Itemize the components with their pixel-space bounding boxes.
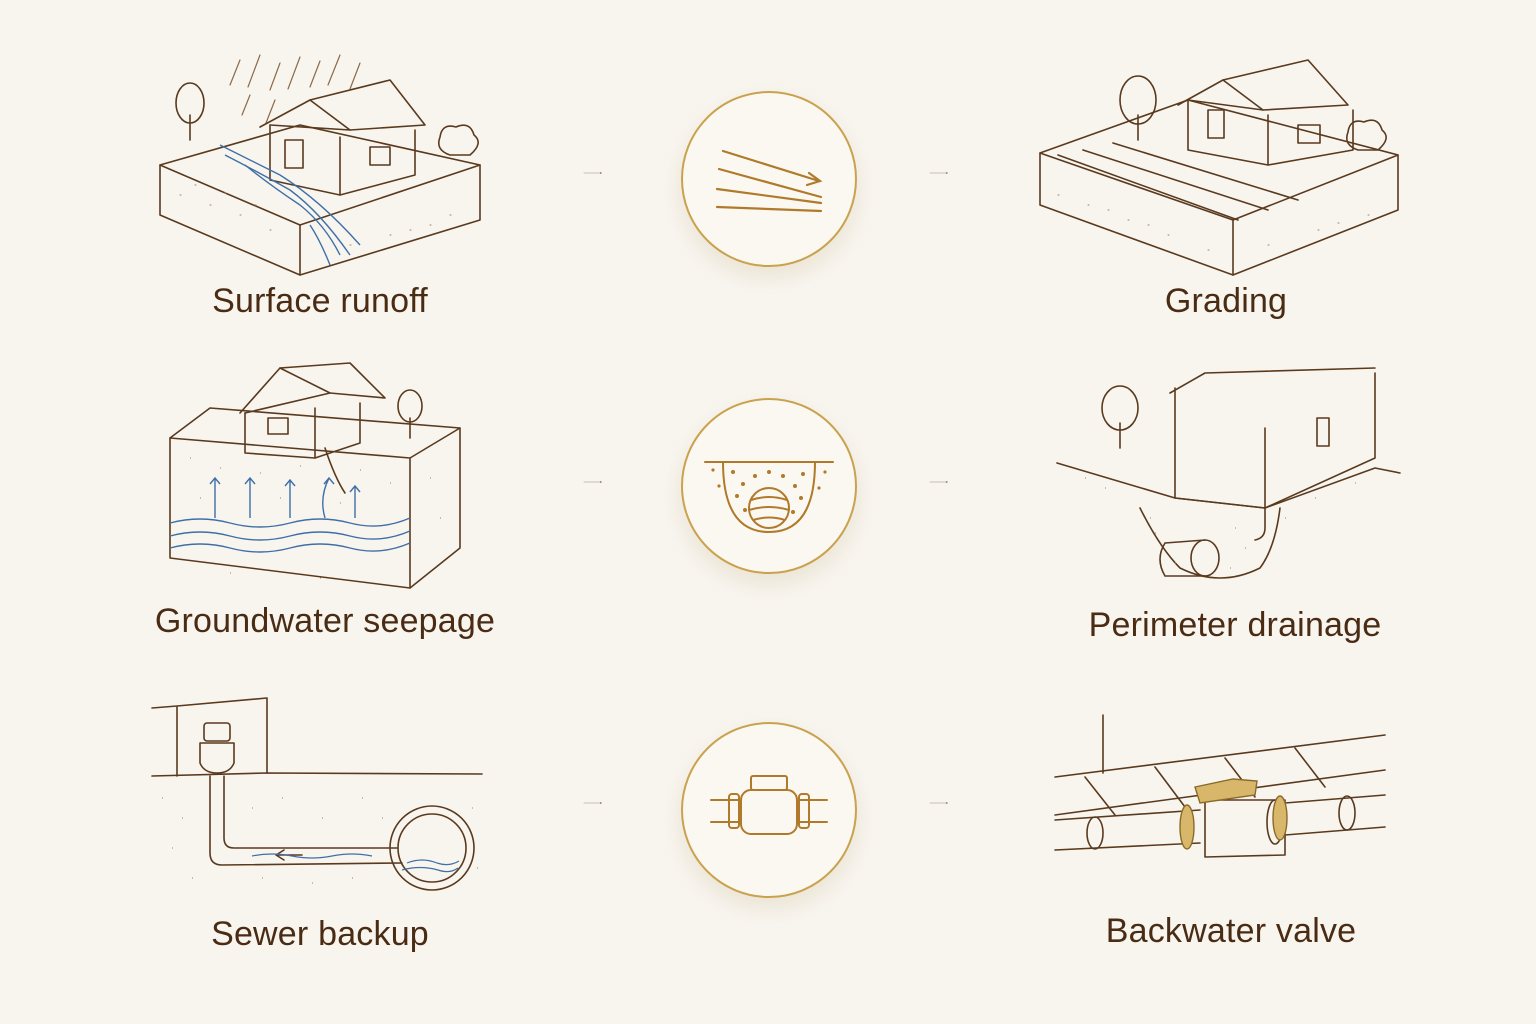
foundation-perimeter-drain-icon	[1056, 367, 1401, 579]
problem-label: Sewer backup	[211, 915, 429, 953]
arrow-right-icon	[583, 802, 602, 804]
row-sewer-backup: Sewer backup	[0, 660, 1536, 990]
arrow-right-icon	[929, 802, 948, 804]
house-groundwater-seepage-icon	[169, 362, 461, 589]
problem-label: Surface runoff	[212, 282, 428, 320]
row-groundwater-seepage: Groundwater seepage	[0, 330, 1536, 660]
arrow-right-icon	[929, 481, 948, 483]
solution-label: Perimeter drainage	[1088, 606, 1382, 644]
solution-label: Grading	[1164, 282, 1288, 320]
house-with-rain-runoff-icon	[159, 54, 481, 276]
problem-label: Groundwater seepage	[154, 602, 496, 640]
check-valve-icon	[681, 722, 857, 898]
house-graded-lot-icon	[1039, 59, 1399, 276]
slope-grading-icon	[681, 91, 857, 267]
arrow-right-icon	[929, 172, 948, 174]
backwater-valve-pipe-icon	[1054, 714, 1386, 858]
arrow-right-icon	[583, 172, 602, 174]
buried-drain-pipe-icon	[681, 398, 857, 574]
solution-label: Backwater valve	[1105, 912, 1357, 950]
row-surface-runoff: Surface runoff	[0, 0, 1536, 330]
arrow-right-icon	[583, 481, 602, 483]
sewer-backup-toilet-icon	[151, 697, 483, 891]
